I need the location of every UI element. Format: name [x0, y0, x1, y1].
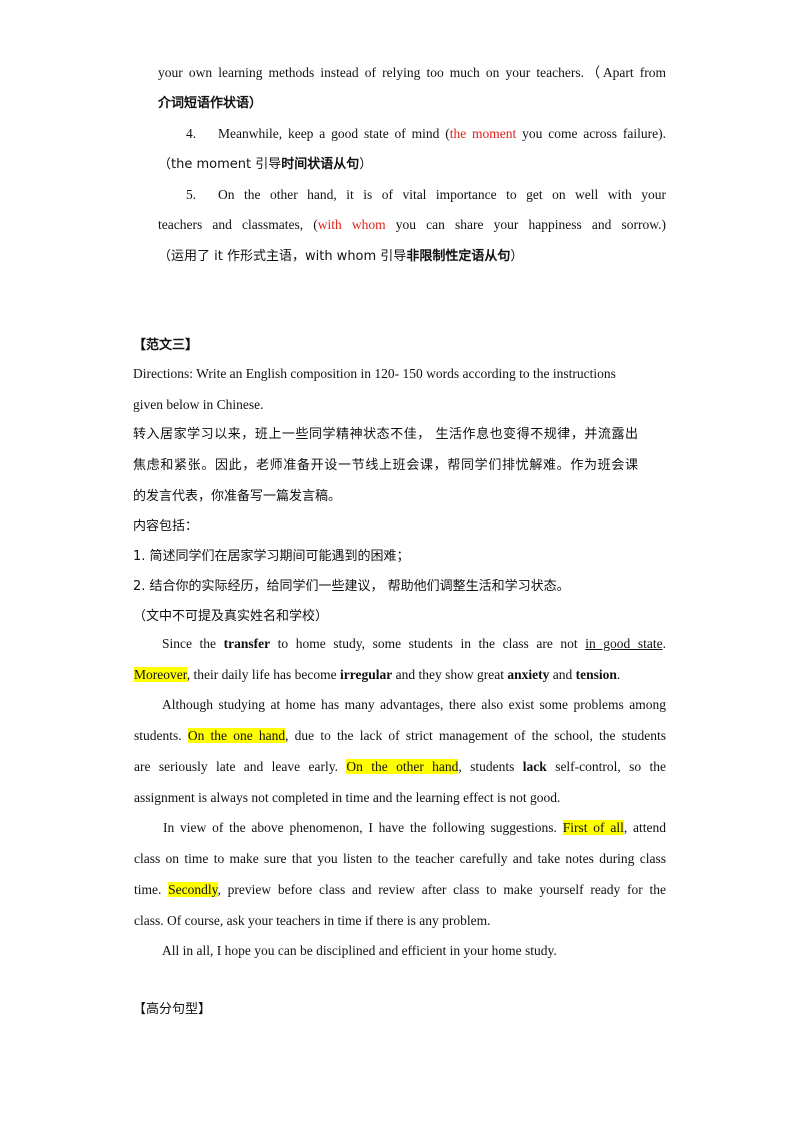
- highlighted-connector: On the other hand: [346, 759, 459, 774]
- text-line: given below in Chinese.: [133, 397, 264, 412]
- list-number: 4.: [186, 126, 197, 141]
- text-line: （文中不可提及真实姓名和学校）: [133, 609, 329, 624]
- essay-line: class. Of course, ask your teachers in t…: [134, 913, 491, 928]
- highlighted-connector: Secondly: [168, 882, 218, 897]
- essay-line: All in all, I hope you can be discipline…: [162, 943, 557, 958]
- text-line: On the other hand, it is of vital import…: [218, 187, 666, 202]
- text-line: （the moment 引导时间状语从句）: [158, 157, 373, 172]
- text-line: Meanwhile, keep a good state of mind (th…: [218, 126, 666, 141]
- essay-line: Moreover, their daily life has become ir…: [134, 667, 621, 682]
- essay-line: students. On the one hand, due to the la…: [134, 728, 666, 743]
- essay-line: assignment is always not completed in ti…: [134, 790, 561, 805]
- text-line: 的发言代表，你准备写一篇发言稿。: [133, 489, 342, 504]
- highlight-phrase: the moment: [449, 126, 517, 141]
- essay-line: are seriously late and leave early. On t…: [134, 759, 667, 774]
- essay-line: class on time to make sure that you list…: [134, 851, 666, 866]
- highlighted-connector: Moreover: [134, 667, 187, 682]
- list-number: 5.: [186, 187, 197, 202]
- highlight-phrase: with whom: [317, 217, 386, 232]
- highlighted-connector: First of all: [562, 820, 624, 835]
- text-line: Directions: Write an English composition…: [133, 366, 616, 381]
- list-item: 1. 简述同学们在居家学习期间可能遇到的困难；: [133, 549, 410, 564]
- text-line: teachers and classmates, (with whom you …: [158, 217, 666, 232]
- essay-line: Since the transfer to home study, some s…: [162, 636, 666, 651]
- essay-line: Although studying at home has many advan…: [162, 697, 666, 712]
- section-heading: 【范文三】: [133, 338, 199, 353]
- text-line: （运用了 it 作形式主语，with whom 引导非限制性定语从句）: [158, 249, 524, 264]
- essay-line: time. Secondly, preview before class and…: [134, 882, 667, 897]
- section-heading: 【高分句型】: [133, 1002, 212, 1017]
- essay-line: In view of the above phenomenon, I have …: [163, 820, 667, 835]
- text-line: 转入居家学习以来，班上一些同学精神状态不佳， 生活作息也变得不规律，并流露出: [133, 427, 638, 442]
- text-line: 焦虑和紧张。因此，老师准备开设一节线上班会课，帮同学们排忧解难。作为班会课: [133, 458, 638, 473]
- text-line: your own learning methods instead of rel…: [158, 65, 666, 80]
- text-line: 介词短语作状语）: [158, 96, 263, 111]
- text-line: 内容包括：: [133, 519, 199, 534]
- list-item: 2. 结合你的实际经历，给同学们一些建议， 帮助他们调整生活和学习状态。: [133, 579, 570, 594]
- highlighted-connector: On the one hand: [187, 728, 286, 743]
